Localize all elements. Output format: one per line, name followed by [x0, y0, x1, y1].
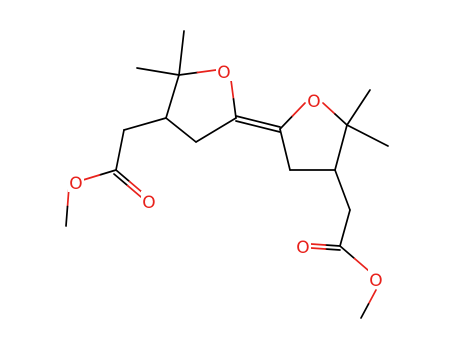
atom-label-o-ring-left: O	[217, 63, 230, 83]
bond-10-b	[128, 180, 144, 194]
bond-9-a	[98, 169, 117, 176]
bond-14	[235, 120, 281, 133]
bond-6	[178, 30, 185, 76]
bond-11-a	[113, 173, 129, 187]
bond-23	[339, 209, 351, 247]
atom-label-o-ester-left-carbonyl: O	[142, 193, 155, 213]
bond-26-b	[353, 257, 370, 272]
label-mask	[295, 236, 311, 256]
bond-1-b	[196, 69, 217, 74]
bond-13	[235, 115, 281, 128]
bond-19	[279, 128, 291, 171]
label-mask	[68, 172, 84, 192]
bond-9-b	[82, 174, 101, 181]
bond-26-a	[339, 245, 356, 260]
atom-label-o-ring-right: O	[307, 92, 320, 112]
bond-24-a	[324, 244, 341, 247]
atom-label-layer: O O O O O O	[68, 61, 384, 291]
bond-25-b	[310, 247, 327, 250]
bond-24-b	[310, 243, 327, 246]
bond-5	[136, 67, 180, 76]
label-mask	[141, 191, 157, 211]
bond-16-a	[322, 102, 336, 115]
atom-label-o-ester-left-methoxy: O	[69, 174, 82, 194]
bond-25-a	[324, 248, 341, 251]
bond-15-b	[291, 102, 306, 117]
bond-21	[346, 124, 389, 147]
bond-3	[195, 117, 237, 143]
bond-16-b	[334, 113, 348, 126]
bond-11-b	[126, 184, 142, 198]
bond-20	[346, 89, 371, 126]
atom-label-o-ester-right-methoxy: O	[369, 271, 382, 291]
bond-27-a	[367, 289, 377, 305]
label-mask	[368, 269, 384, 289]
bond-7	[123, 117, 167, 131]
bond-4	[165, 117, 197, 143]
bond-0	[165, 74, 180, 119]
bond-27-b	[360, 303, 370, 319]
bond-22	[334, 169, 351, 211]
label-mask	[216, 61, 232, 81]
bond-12-b	[65, 205, 69, 227]
bond-17	[334, 124, 348, 171]
bond-1-a	[178, 71, 199, 76]
label-mask	[306, 90, 322, 110]
bond-8	[115, 129, 125, 171]
bond-15-a	[279, 115, 294, 130]
bond-layer	[65, 30, 389, 319]
atom-label-o-ester-right-carbonyl: O	[296, 238, 309, 258]
bond-2-a	[230, 79, 235, 100]
bond-2-b	[232, 98, 237, 119]
bond-10-a	[115, 169, 131, 183]
